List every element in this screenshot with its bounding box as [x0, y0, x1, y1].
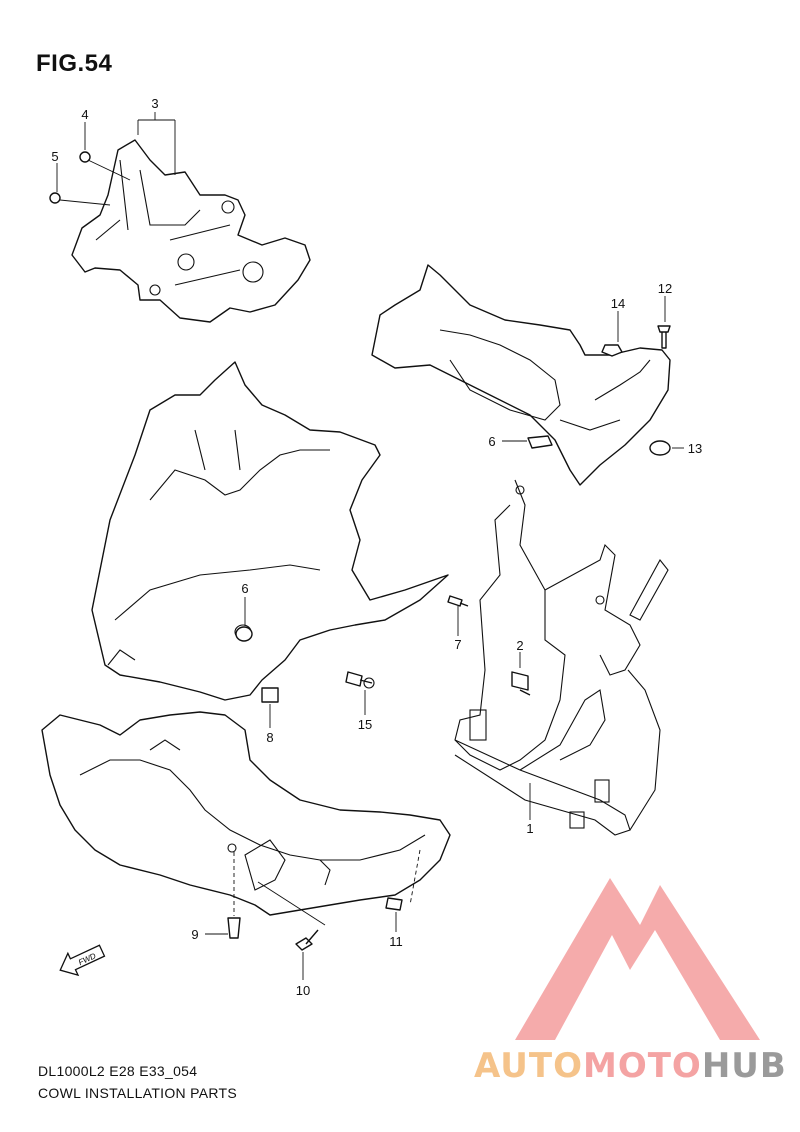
screw-5-icon	[49, 192, 61, 204]
diagram-code: DL1000L2 E28 E33_054	[38, 1063, 198, 1079]
cowl-bracket-frame-part	[454, 479, 669, 836]
callout-5: 5	[51, 149, 58, 164]
grommet-6-lower-icon	[235, 626, 253, 642]
bolt-2-icon	[511, 671, 531, 696]
screw-10-icon	[295, 929, 319, 951]
callout-13: 13	[688, 441, 702, 456]
watermark-logo-text: AUTOMOTOHUB	[474, 1046, 787, 1086]
watermark-part-hub: HUB	[701, 1046, 787, 1086]
callout-7: 7	[454, 637, 461, 652]
callout-10: 10	[296, 983, 310, 998]
clip-14-icon	[601, 344, 623, 357]
callout-numbers: 3 4 5 14 12 6 13 6 7 2 8 15 1 9 10 11	[51, 96, 702, 998]
callout-6-upper: 6	[488, 434, 495, 449]
callout-4: 4	[81, 107, 88, 122]
lower-cowl-part	[41, 711, 451, 916]
figure-title: FIG.54	[36, 50, 113, 77]
fasteners	[49, 151, 671, 951]
leader-lines	[56, 112, 684, 980]
nut-8-icon	[261, 687, 279, 703]
callout-11: 11	[389, 934, 403, 949]
watermark-part-moto: MOTO	[582, 1046, 702, 1086]
callout-15: 15	[358, 717, 372, 732]
inner-cover-part	[371, 264, 671, 486]
upper-cowl-part	[91, 361, 449, 701]
screw-4-icon	[79, 151, 91, 163]
diagram-caption: COWL INSTALLATION PARTS	[38, 1085, 238, 1101]
screw-15-icon	[345, 671, 373, 687]
callout-2: 2	[516, 638, 523, 653]
forward-direction-icon: FWD	[59, 944, 106, 977]
callout-3: 3	[151, 96, 158, 111]
watermark-logo-graphic	[515, 878, 760, 1040]
mirror-bracket-part	[71, 139, 311, 323]
clip-11-icon	[385, 897, 403, 911]
grommet-13-icon	[649, 440, 671, 456]
screw-12-icon	[657, 325, 671, 349]
callout-12: 12	[658, 281, 672, 296]
watermark-part-auto: AUTO	[474, 1046, 583, 1086]
screw-7-icon	[447, 595, 469, 607]
callout-8: 8	[266, 730, 273, 745]
rivet-9-icon	[227, 917, 241, 939]
grommet-6-icon	[527, 435, 553, 449]
callout-9: 9	[191, 927, 198, 942]
callout-6-lower: 6	[241, 581, 248, 596]
callout-1: 1	[526, 821, 533, 836]
callout-14: 14	[611, 296, 625, 311]
